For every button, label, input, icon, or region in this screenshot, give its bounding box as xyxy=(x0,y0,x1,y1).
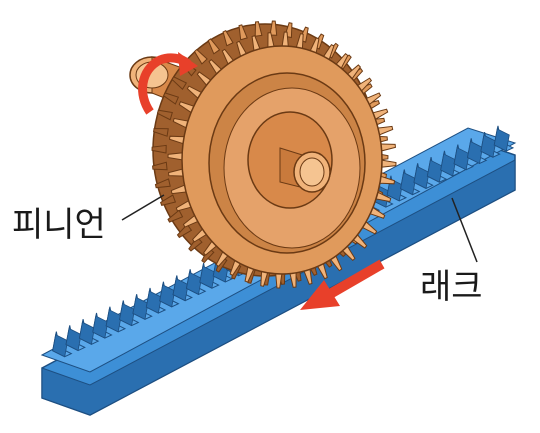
gear-tooth xyxy=(222,29,234,47)
gear-tooth xyxy=(154,178,171,189)
pinion-leader-line xyxy=(121,194,165,221)
gear-tooth xyxy=(269,20,278,36)
gear-tooth xyxy=(152,161,168,171)
gear-tooth xyxy=(156,109,173,121)
pinion-label: 피니언 xyxy=(12,205,106,245)
gear-tooth xyxy=(159,194,177,207)
gear-tooth xyxy=(254,21,263,37)
gear-tooth xyxy=(153,127,169,137)
gear-tooth xyxy=(171,76,188,90)
gear-shaft-front xyxy=(279,147,331,193)
curved-rotation-arrow-icon xyxy=(138,52,198,115)
gear-tooth xyxy=(163,92,180,105)
gear-tooth-face xyxy=(380,159,397,168)
gear-tooth xyxy=(207,38,221,55)
pinion-gear xyxy=(129,20,397,289)
gear-tooth xyxy=(193,48,208,65)
gear-tooth xyxy=(151,144,167,154)
straight-motion-arrow-icon xyxy=(300,259,385,310)
rack-tooth-flank xyxy=(493,128,510,152)
gear-tooth xyxy=(167,209,184,223)
rack-leader-line xyxy=(451,197,478,263)
rack-label: 래크 xyxy=(420,267,483,307)
gear-tooth xyxy=(238,24,248,41)
gear-tooth xyxy=(176,223,193,239)
